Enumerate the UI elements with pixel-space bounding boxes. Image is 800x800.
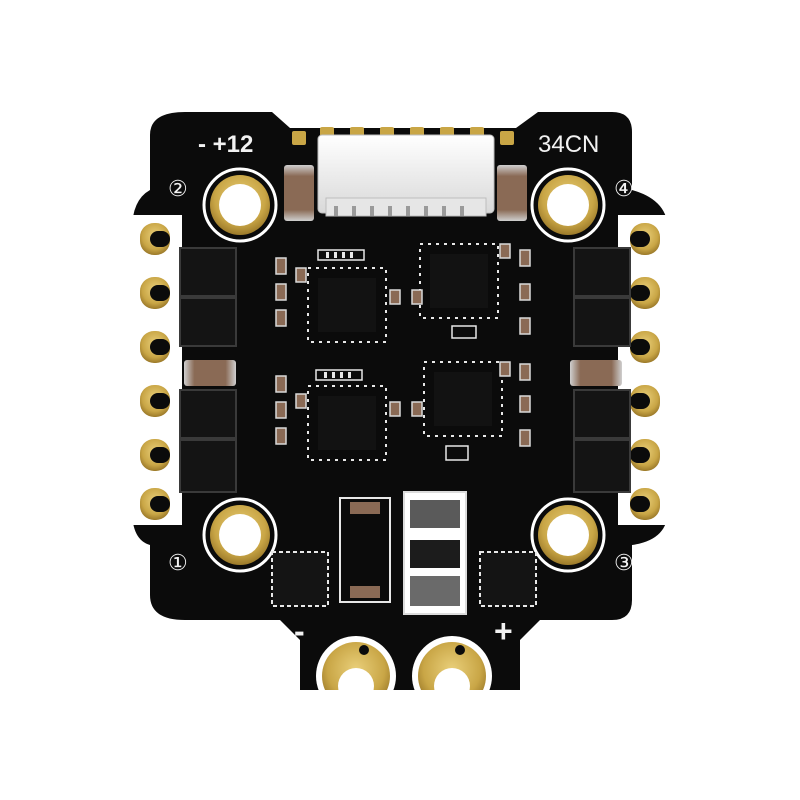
mount-label-1: ① [168, 550, 188, 575]
driver-chip [419, 243, 499, 319]
mount-label-2: ② [168, 176, 188, 201]
mosfet-column-right [573, 247, 631, 493]
driver-chip [307, 385, 387, 461]
power-negative-label: - [294, 613, 305, 649]
power-positive-label: + [494, 613, 513, 649]
driver-chip [307, 267, 387, 343]
mosfet [479, 551, 537, 607]
mosfet [271, 551, 329, 607]
capacitor [284, 165, 314, 221]
mounting-hole-bottom-left [202, 497, 278, 573]
jst-connector [317, 134, 495, 217]
left-motor-pads [132, 215, 182, 525]
smd-components [275, 243, 531, 461]
capacitor [570, 360, 622, 386]
driver-chip [423, 361, 503, 437]
mounting-hole-top-left [202, 167, 278, 243]
mount-label-3: ③ [614, 550, 634, 575]
capacitor [184, 360, 236, 386]
top-right-label: 34CN [538, 131, 599, 158]
current-sense-resistor [403, 491, 467, 615]
mosfet-column-left [179, 247, 237, 493]
mount-label-4: ④ [614, 176, 634, 201]
top-left-label: - +12 [198, 131, 253, 158]
mounting-hole-top-right [530, 167, 606, 243]
mounting-hole-bottom-right [530, 497, 606, 573]
diode [339, 497, 391, 603]
capacitor [497, 165, 527, 221]
